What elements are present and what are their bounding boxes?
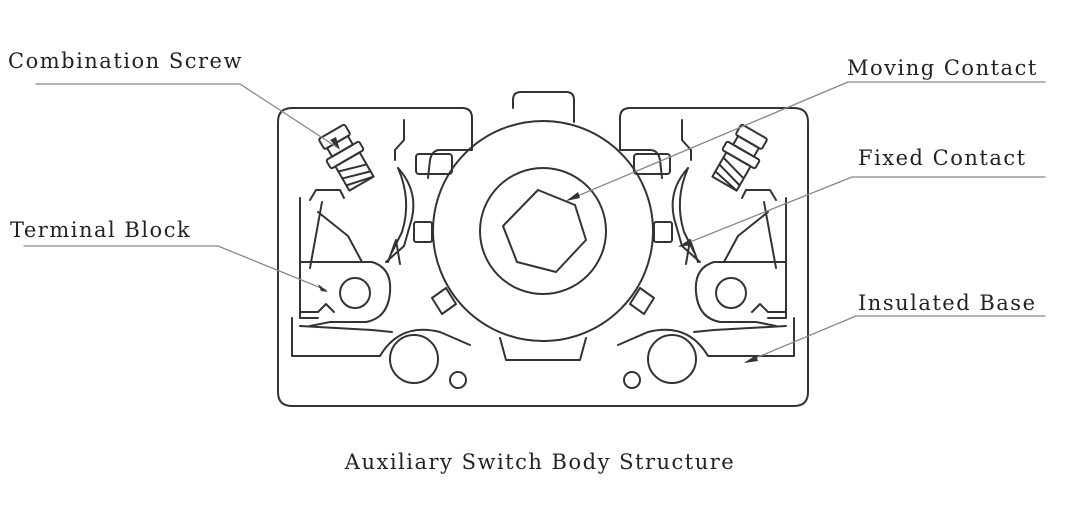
- diagram-caption: Auxiliary Switch Body Structure: [344, 450, 736, 474]
- label-insulated-base: Insulated Base: [858, 291, 1037, 315]
- mounting-holes: [389, 334, 697, 389]
- left-fixed-contact-arm: [317, 167, 415, 265]
- right-combination-screw: [711, 123, 768, 192]
- leader-fixed-contact: [679, 176, 1046, 247]
- leader-insulated-base: [745, 315, 1046, 363]
- label-fixed-contact: Fixed Contact: [858, 146, 1027, 170]
- label-moving-contact: Moving Contact: [847, 56, 1038, 80]
- insulated-base-housing: [277, 91, 809, 407]
- right-terminal-block: [681, 119, 787, 333]
- left-terminal-block: [299, 119, 405, 333]
- label-terminal-block: Terminal Block: [10, 218, 192, 242]
- left-combination-screw: [318, 123, 375, 192]
- leader-arrowheads: [318, 137, 758, 363]
- label-combination-screw: Combination Screw: [8, 49, 243, 73]
- leader-lines: [23, 81, 1046, 363]
- central-rotor: [413, 120, 673, 361]
- leader-terminal-block: [23, 245, 327, 291]
- leader-combination-screw: [35, 83, 339, 149]
- leader-moving-contact: [567, 81, 1046, 201]
